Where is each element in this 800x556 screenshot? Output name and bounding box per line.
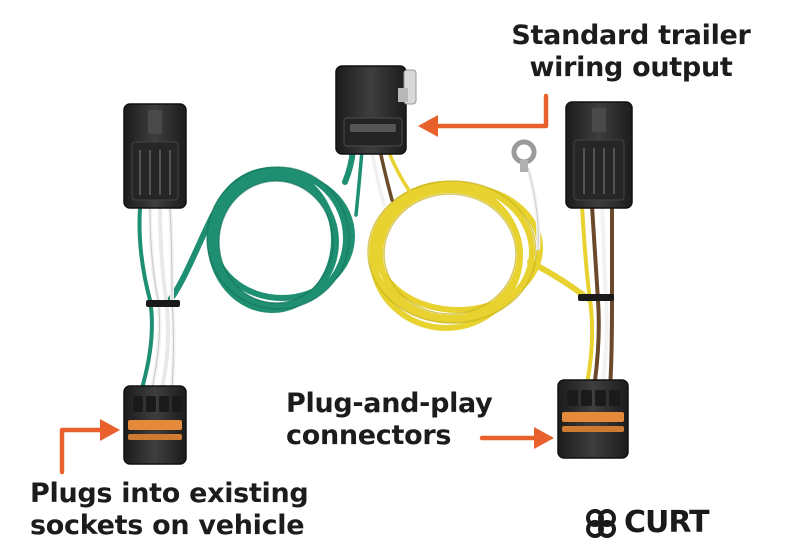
left-harness <box>123 103 187 465</box>
caption-plugs-into-sockets: Plugs into existing sockets on vehicle <box>30 478 350 543</box>
right-plug-connector <box>557 379 629 459</box>
arrow-vehicle <box>59 427 107 475</box>
brand-name: CURT <box>624 505 710 540</box>
caption-line: connectors <box>286 420 452 452</box>
curt-emblem-icon <box>586 508 616 538</box>
caption-line: Plug-and-play <box>286 388 493 419</box>
caption-line: wiring output <box>529 52 733 84</box>
brand-logo: CURT <box>584 505 710 540</box>
caption-line: sockets on vehicle <box>30 510 305 542</box>
standard-trailer-output-connector <box>335 65 417 155</box>
green-wire-coil <box>167 147 356 313</box>
caption-line: Standard trailer <box>511 20 751 51</box>
left-plug-connector <box>123 385 187 465</box>
caption-plug-and-play: Plug-and-play connectors <box>286 388 526 453</box>
arrow-vehicle-head <box>100 419 120 441</box>
ground-ring-terminal <box>511 139 541 251</box>
caption-line: Plugs into existing <box>30 478 309 509</box>
caption-standard-trailer-output: Standard trailer wiring output <box>486 20 776 85</box>
right-harness <box>557 101 633 459</box>
arrow-output <box>431 93 549 129</box>
arrow-output-head <box>418 115 438 137</box>
arrow-connectors-head <box>534 427 554 449</box>
